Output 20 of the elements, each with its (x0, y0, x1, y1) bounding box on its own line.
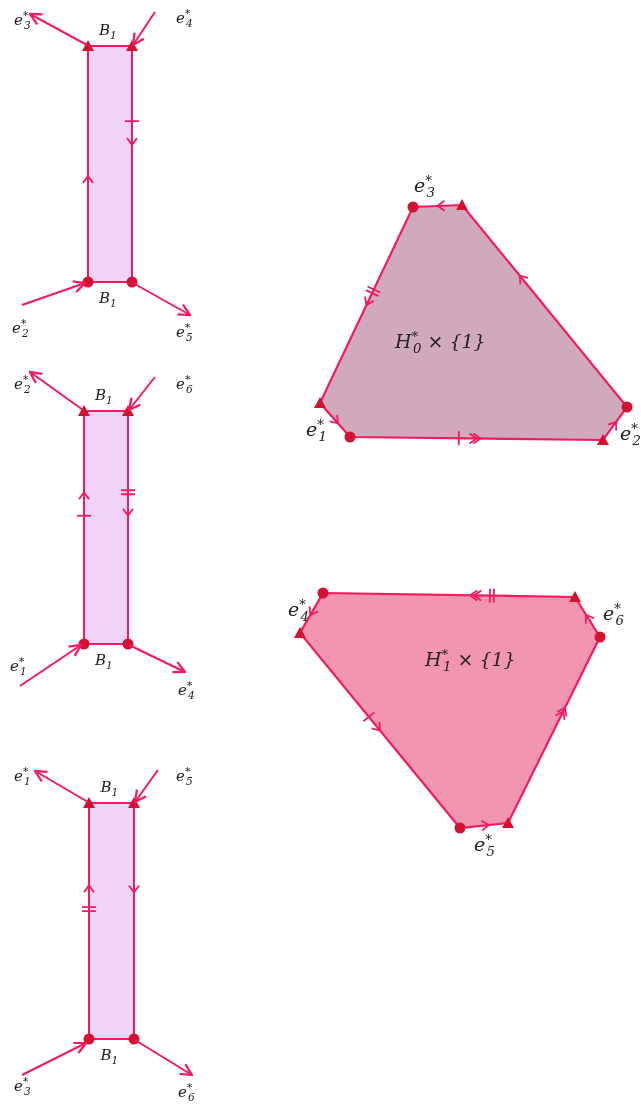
cell-label: H$^{*}$$_{1}$ × {1} (425, 648, 516, 674)
arrow (132, 282, 192, 317)
arrow (33, 769, 89, 803)
arrow (21, 1041, 88, 1076)
arrow (127, 376, 156, 412)
cell-label: B$_{1}$ (95, 388, 113, 406)
cell-label: B$_{1}$ (100, 1048, 119, 1066)
arrow (133, 769, 159, 804)
arrow (134, 1039, 194, 1077)
arrow (28, 12, 88, 46)
arrow (19, 643, 83, 687)
arrow (21, 280, 87, 306)
arrow (131, 11, 156, 47)
cell-label: B$_{1}$ (100, 780, 119, 798)
cell-label: B$_{1}$ (99, 23, 117, 41)
cell-label: H$^{*}$$_{0}$ × {1} (395, 330, 486, 356)
arrow (28, 370, 84, 411)
cell-label: B$_{1}$ (95, 653, 113, 671)
arrow (128, 644, 187, 674)
cell-label: B$_{1}$ (99, 291, 117, 309)
